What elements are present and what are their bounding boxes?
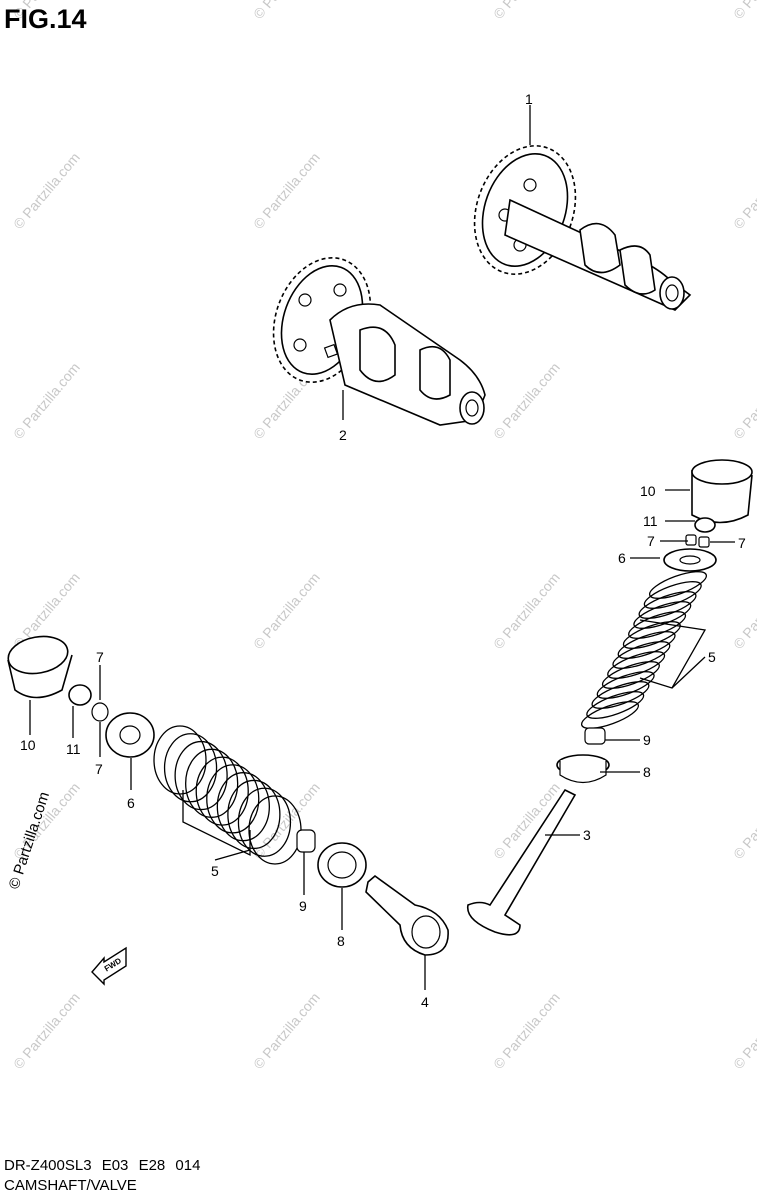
callout-5-left: 5 [211, 863, 219, 879]
spring-coil [227, 779, 281, 850]
footer-section-name: CAMSHAFT/VALVE [4, 1177, 137, 1194]
watermark-text: © Partzilla.com [730, 359, 757, 442]
figure-title: FIG.14 [4, 4, 87, 34]
fwd-arrow-icon: FWD [91, 946, 127, 986]
watermark-text: © Partzilla.com [730, 149, 757, 232]
spring-coil [586, 691, 645, 719]
callout-7-left-a: 7 [96, 649, 104, 665]
spring-coil [628, 611, 687, 639]
spring-coil [195, 756, 249, 826]
callout-labels: 1 2 3 4 5 5 6 6 7 7 7 7 8 8 9 9 10 10 11… [20, 91, 746, 1010]
watermark-text: © Partzilla.com [730, 569, 757, 652]
callout-11-left: 11 [66, 741, 81, 757]
watermark-text: © Partzilla.com [250, 149, 323, 232]
spring-coil [612, 641, 671, 669]
spring-coil [648, 571, 708, 599]
spring-coil [622, 621, 681, 649]
valve-assembly-left [7, 635, 449, 956]
callout-10-left: 10 [20, 737, 36, 753]
watermark-layer: © Partzilla.com © Partzilla.com © Partzill… [10, 0, 757, 1072]
side-watermark: © Partzilla.com [6, 790, 53, 891]
watermark-text: © Partzilla.com [490, 359, 563, 442]
callout-9-left: 9 [299, 898, 307, 914]
callout-9-right: 9 [643, 732, 651, 748]
watermark-text: © Partzilla.com [250, 0, 323, 22]
watermark-text: © Partzilla.com [490, 0, 563, 22]
callout-8-right: 8 [643, 764, 651, 780]
callout-7-left-b: 7 [95, 761, 103, 777]
spring-coil [591, 681, 650, 709]
spring-coil [638, 591, 697, 619]
spring-coil [153, 725, 207, 795]
spring-coil [617, 631, 676, 659]
callout-4: 4 [421, 994, 429, 1010]
footer-model-code: DR-Z400SL3 E03 E28 014 [4, 1157, 201, 1174]
watermark-text: © Partzilla.com [10, 359, 83, 442]
callout-7-right-b: 7 [738, 535, 746, 551]
spring-coil [206, 764, 260, 834]
camshaft-exhaust [473, 145, 692, 311]
watermark-text: © Partzilla.com [730, 779, 757, 862]
callout-6-left: 6 [127, 795, 135, 811]
watermark-text: © Partzilla.com [250, 989, 323, 1072]
spring-coil [607, 651, 666, 679]
callout-2: 2 [339, 427, 347, 443]
leader-lines [29, 105, 735, 990]
watermark-text: © Partzilla.com [10, 989, 83, 1072]
watermark-text: © Partzilla.com [490, 989, 563, 1072]
valve-assembly-right [466, 459, 753, 936]
spring-coil [596, 671, 655, 699]
watermark-text: © Partzilla.com [490, 569, 563, 652]
callout-5-right: 5 [708, 649, 716, 665]
spring-coil [216, 772, 270, 842]
callout-3: 3 [583, 827, 591, 843]
spring-coil [633, 601, 692, 629]
camshaft-intake [272, 257, 486, 426]
watermark-text: © Partzilla.com [730, 989, 757, 1072]
spring-coil [237, 787, 292, 857]
spring-coil [185, 748, 239, 818]
callout-8-left: 8 [337, 933, 345, 949]
spring-coil [643, 581, 702, 609]
watermark-text: © Partzilla.com [250, 569, 323, 652]
callout-1: 1 [525, 91, 533, 107]
spring-coil [580, 701, 640, 729]
watermark-text: © Partzilla.com [10, 149, 83, 232]
spring-coil [174, 740, 228, 811]
callout-11-right: 11 [643, 513, 658, 529]
callout-10-right: 10 [640, 483, 656, 499]
callout-7-right-a: 7 [647, 533, 655, 549]
watermark-text: © Partzilla.com [730, 0, 757, 22]
callout-6-right: 6 [618, 550, 626, 566]
spring-coil [601, 661, 660, 689]
spring-coil [163, 733, 218, 803]
